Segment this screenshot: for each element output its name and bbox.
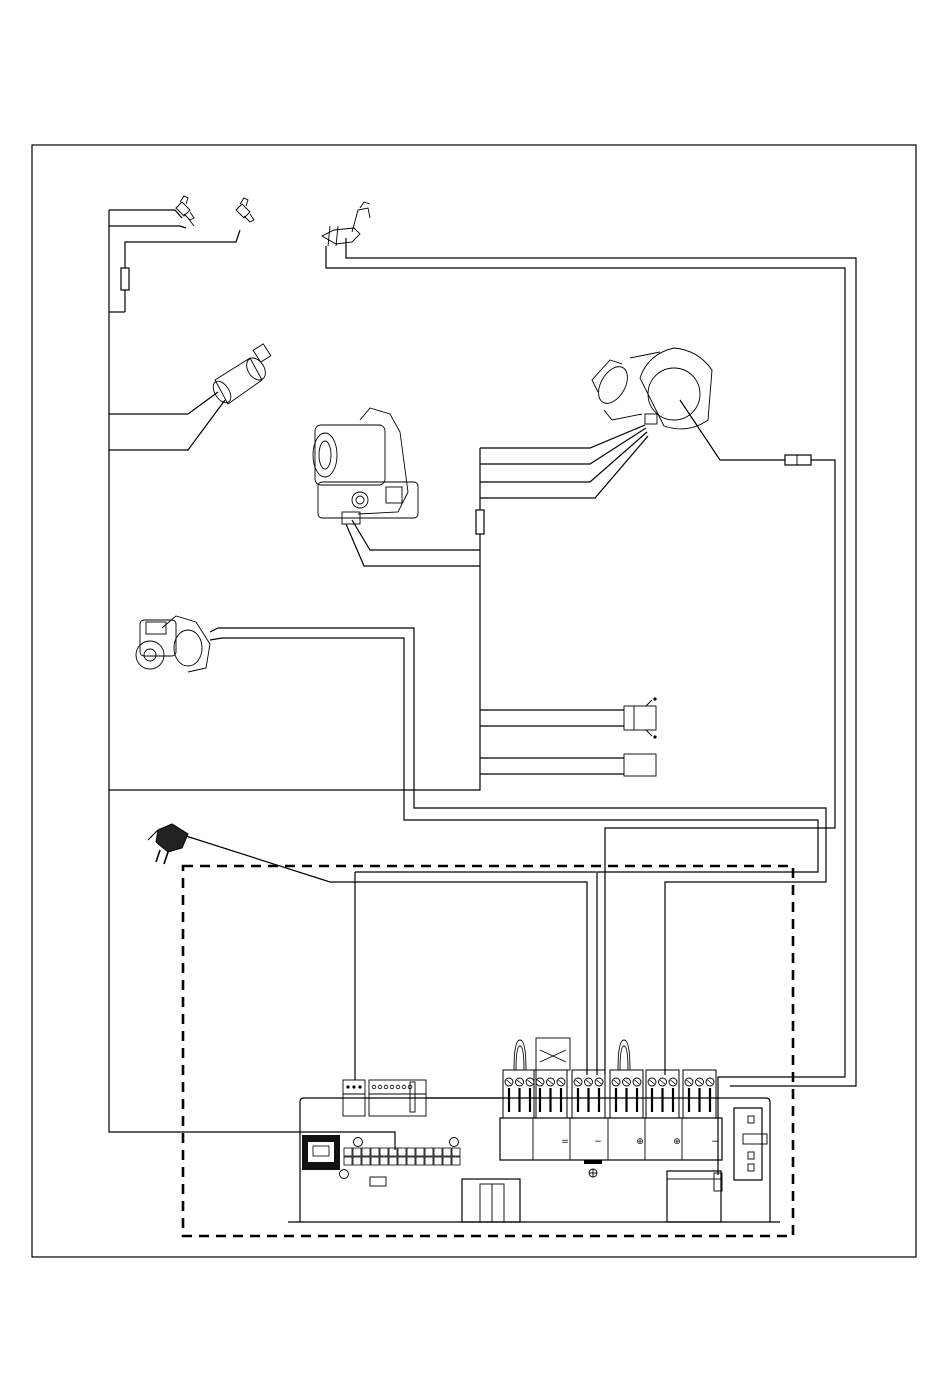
header-pin [443,1148,451,1156]
terminal-symbol: ⊕ [673,1137,681,1147]
screw-slot [517,1080,522,1084]
inline-connector [785,455,811,465]
header-pin [362,1157,370,1165]
board-pin-header [344,1148,460,1165]
screw-slot [548,1080,553,1084]
inline-connector [121,268,129,290]
fan-icon [592,348,712,429]
header-pin [389,1157,397,1165]
terminal-symbol: − [711,1137,719,1147]
pressure-sensor-icon [210,344,271,406]
header-pin [398,1157,406,1165]
header-pin [353,1148,361,1156]
header-pin [434,1157,442,1165]
inline-connector [476,510,484,534]
header-pin [416,1157,424,1165]
wiring-harness [109,210,856,1175]
screw-slot [671,1080,676,1084]
header-pin [362,1148,370,1156]
terminal-symbol: − [594,1137,602,1147]
header-pin [344,1157,352,1165]
screw-slot [528,1080,533,1084]
header-pin [452,1148,460,1156]
header-pin [452,1157,460,1165]
screw-slot [586,1080,591,1084]
header-pin [425,1157,433,1165]
header-pin [380,1148,388,1156]
screw-slot [614,1080,619,1084]
screw-slot [624,1080,629,1084]
screw-slot [635,1080,640,1084]
return-sensor-icon [236,198,254,222]
earth-bar [584,1160,602,1164]
diagram-frame [32,145,916,1257]
screw-slot [708,1080,713,1084]
terminal-symbol: = [561,1137,569,1147]
screw-slot [576,1080,581,1084]
header-pin [407,1157,415,1165]
screw-slot [697,1080,702,1084]
header-pin [380,1157,388,1165]
header-pin [371,1148,379,1156]
screw-slot [660,1080,665,1084]
flow-sensor-icon [176,196,194,226]
header-pin [425,1148,433,1156]
header-pin [344,1148,352,1156]
screw-slot [687,1080,692,1084]
screw-slot [650,1080,655,1084]
pump-icon [136,616,210,672]
screw-slot [538,1080,543,1084]
control-housing-boundary [183,866,793,1236]
screw-slot [597,1080,602,1084]
terminal-symbol: ⊕ [636,1137,644,1147]
header-pin [371,1157,379,1165]
gas-valve-icon [313,408,418,524]
mains-plug-icon [148,824,188,864]
header-pin [416,1148,424,1156]
screw-slot [559,1080,564,1084]
screw-slot [507,1080,512,1084]
header-pin [389,1148,397,1156]
open-connector-icon [624,697,657,738]
header-pin [443,1157,451,1165]
header-pin [434,1148,442,1156]
header-pin [407,1148,415,1156]
terminal-strip: = − ⊕ ⊕ − [500,1038,722,1177]
closed-connector-icon [624,754,656,776]
header-pin [353,1157,361,1165]
header-pin [398,1148,406,1156]
